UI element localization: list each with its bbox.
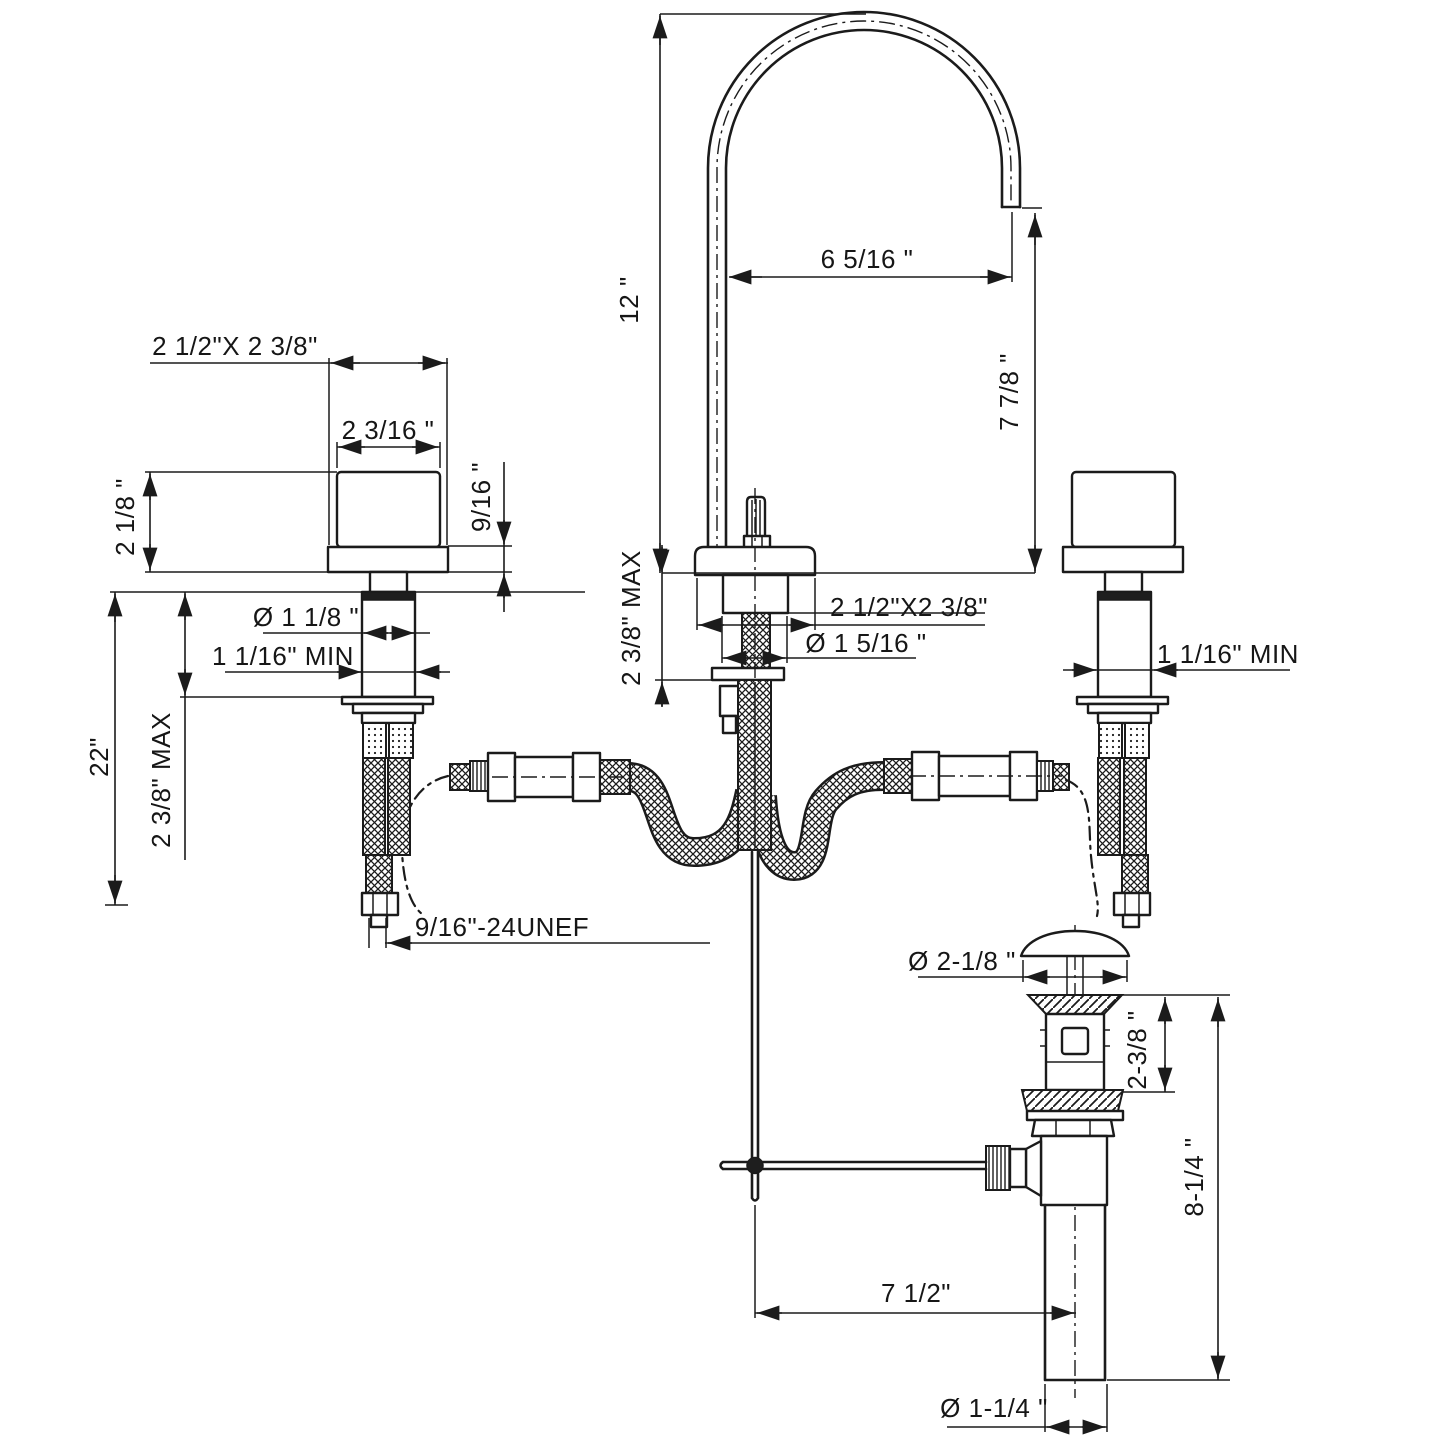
pivot-port-collar [1008,1147,1028,1189]
left-handle-assembly [326,470,450,929]
right-inline-connector [883,750,1070,802]
connector-stub-braid [449,763,471,791]
left-supply-nut [360,891,400,917]
hose-guide-block-lower [721,714,738,735]
spout-inner-profile [724,28,1004,550]
connector-ribbed-taper [469,760,489,792]
drain-bottom-flange-hatched [1020,1089,1125,1112]
right-supply-nut [1112,891,1152,917]
right-supply-hose-braid-lower [1121,854,1149,894]
right-handle-neck [1103,570,1144,594]
dim-right-deck-min: 1 1/16" MIN [1157,639,1299,669]
dim-center-hole-diameter: Ø 1 5/16 " [805,628,926,658]
left-inline-connector [449,751,640,803]
dim-rod-to-drain-offset: 7 1/2" [881,1278,951,1308]
dim-left-deck-min: 1 1/16" MIN [212,641,354,671]
left-hose-connector [388,722,414,759]
dim-spout-outlet-height: 7 7/8 " [994,353,1024,431]
dim-left-handle-top-width: 2 3/16 " [342,415,435,445]
pivot-port-taper [1024,1139,1043,1198]
pivot-knurled-nut [985,1145,1011,1191]
dim-hose-length: 22" [84,737,114,777]
dim-left-handle-footprint: 2 1/2"X 2 3/8" [152,331,318,361]
connector-stub-braid [1052,763,1070,791]
right-supply-stub [1121,913,1141,929]
right-supply-hose-braid [1123,757,1147,856]
spout-mounting-flange [710,666,786,682]
left-shank-band [361,591,416,601]
drain-top-flange-hatched [1025,994,1125,1015]
right-handle-assembly [1061,470,1185,929]
hose-guide-block [718,684,741,718]
lift-rod-pivot-ball [746,1156,764,1175]
right-shank-band [1097,591,1152,601]
spout-centerline [716,20,1012,560]
popup-lift-rod [750,850,760,1202]
dim-center-deck-max: 2 3/8" MAX [616,550,646,686]
left-supply-stub [369,913,389,929]
drain-locknut [1030,1118,1116,1138]
dim-supply-thread: 9/16"-24UNEF [415,912,589,942]
dim-left-escutcheon-height: 9/16 " [466,462,496,532]
left-handle-escutcheon [326,545,450,574]
spout-outer-profile [706,10,1022,550]
pivot-rod [719,1160,988,1171]
right-handle-escutcheon [1061,545,1185,574]
right-hose-continuation-loop [1064,778,1099,918]
dimension-labels: 2 1/2"X 2 3/8" 2 3/16 " 2 1/8 " 9/16 " Ø… [84,244,1299,1423]
dim-tailpiece-diameter: Ø 1-1/4 " [940,1393,1048,1423]
dim-left-handle-height: 2 1/8 " [110,478,140,556]
left-handle [335,470,442,549]
dimension-lines [107,13,1290,1435]
dim-spout-reach: 6 5/16 " [821,244,914,274]
dim-left-deck-max: 2 3/8" MAX [146,712,176,848]
right-handle-shank [1096,590,1153,699]
drain-tee-body [1039,1134,1109,1207]
popup-stopper-cap [1019,929,1131,958]
right-hose-connector [1124,722,1150,759]
spout-shank-braid [741,612,771,669]
left-supply-hose-braid-lower [365,854,393,894]
dim-spout-height: 12 " [614,276,644,323]
dim-drain-flange-diameter: Ø 2-1/8 " [908,946,1016,976]
drain-gasket [1025,1109,1125,1122]
drain-overflow-hole [1060,1026,1090,1056]
right-mounting-tier-2 [1096,711,1153,725]
connector-coupling-braid [883,758,913,794]
dim-center-footprint: 2 1/2"X2 3/8" [830,592,988,622]
left-handle-neck [368,570,409,594]
extension-lines [105,207,1230,1432]
spout-assembly [693,10,1022,851]
left-mounting-tier [351,702,425,715]
right-supply-hose-braid [1097,757,1121,856]
dim-drain-deck-max: 2-3/8 " [1122,1010,1152,1089]
right-hose-connector [1098,722,1123,759]
left-hose-connector [362,722,387,759]
dim-left-shank-diameter: Ø 1 1/8 " [253,602,359,632]
right-mounting-tier [1086,702,1160,715]
dim-drain-below-deck: 8-1/4 " [1179,1137,1209,1216]
left-supply-hose-braid [362,757,386,856]
drain-tailpiece [1043,1203,1107,1382]
left-mounting-tier-2 [360,711,417,725]
left-supply-hose-braid [387,757,411,856]
right-handle [1070,470,1177,549]
drain-assembly [719,925,1131,1398]
left-handle-shank [360,590,417,699]
